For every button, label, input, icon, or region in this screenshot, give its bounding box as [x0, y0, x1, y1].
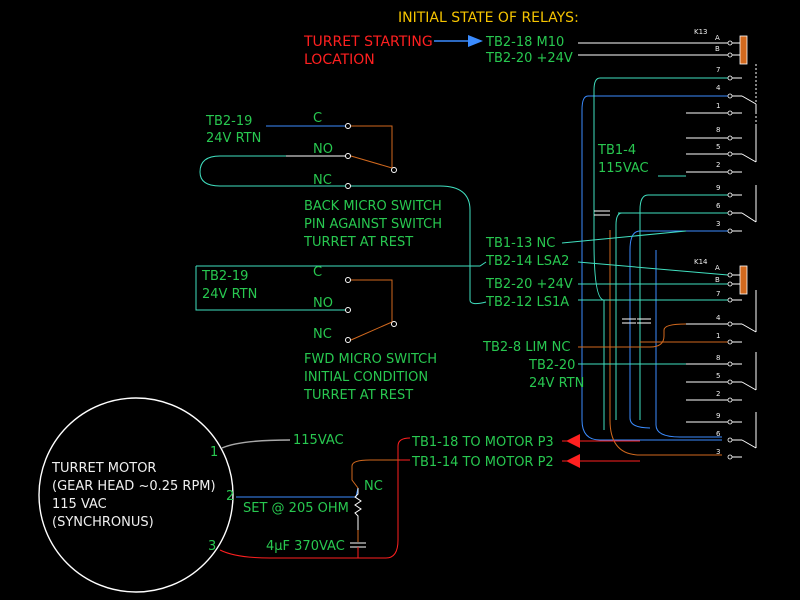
k14-pin-4: 4 — [716, 314, 721, 322]
k13-pin-6: 6 — [716, 202, 721, 210]
motor-pin-3: 3 — [208, 539, 216, 554]
k14-coil-pin-b: B — [715, 276, 720, 284]
back-switch-no: NO — [313, 142, 333, 157]
k13-input-24v: TB2-20 +24V — [485, 51, 573, 66]
tb1-4-voltage: 115VAC — [598, 161, 649, 176]
arrow-p3-icon — [566, 434, 580, 448]
tb1-4-label: TB1-4 — [597, 143, 636, 158]
k13-relay-name: K13 — [694, 28, 708, 36]
k14-input-24v: TB2-20 +24V — [485, 277, 573, 292]
back-switch-desc-2: PIN AGAINST SWITCH — [304, 217, 442, 232]
k14-coil-pin-a: A — [715, 264, 720, 272]
k13-coil — [739, 35, 748, 65]
k13-pin-1: 1 — [716, 102, 720, 110]
k13-pin-3: 3 — [716, 220, 720, 228]
resistor-nc-label: NC — [364, 479, 383, 494]
k13-coil-pin-b: B — [715, 45, 720, 53]
back-switch-desc-3: TURRET AT REST — [303, 235, 413, 250]
arrow-p2-icon — [566, 454, 580, 468]
k14-pin-7: 7 — [716, 290, 720, 298]
k14-input-nc: TB1-13 NC — [485, 236, 555, 251]
turret-motor — [38, 397, 234, 593]
k14-pin-5: 5 — [716, 372, 720, 380]
k14-pin-3: 3 — [716, 448, 720, 456]
k14-input-lsa2: TB2-14 LSA2 — [485, 254, 569, 269]
k13-pin-7: 7 — [716, 66, 720, 74]
motor-label-1: TURRET MOTOR — [51, 461, 156, 476]
back-micro-switch — [286, 123, 397, 189]
fwd-micro-switch — [345, 277, 397, 343]
bus-capacitor-1 — [594, 210, 610, 216]
fwd-switch-desc-2: INITIAL CONDITION — [304, 370, 428, 385]
capacitor-icon — [350, 542, 366, 548]
back-switch-nc: NC — [313, 173, 332, 188]
fwd-switch-desc-1: FWD MICRO SWITCH — [304, 352, 437, 367]
motor-label-3: 115 VAC — [52, 497, 107, 512]
k14-coil — [739, 265, 748, 295]
k14-contacts — [640, 290, 757, 458]
k14-pin-2: 2 — [716, 390, 720, 398]
k13-input-m10: TB2-18 M10 — [485, 35, 564, 50]
k14-pin-6: 6 — [716, 430, 721, 438]
fwd-switch-tb: TB2-19 — [201, 269, 248, 284]
turret-start-label-2: LOCATION — [304, 52, 375, 68]
resistor-icon — [354, 488, 362, 530]
k14-pin-1: 1 — [716, 332, 720, 340]
blue-arrow-icon — [434, 35, 483, 47]
fwd-switch-no: NO — [313, 296, 333, 311]
lim-nc-label: TB2-8 LIM NC — [482, 340, 570, 355]
k13-pin-5: 5 — [716, 143, 720, 151]
tb2-20-rtn: 24V RTN — [529, 376, 584, 391]
fwd-switch-desc-3: TURRET AT REST — [303, 388, 413, 403]
motor-pin-1: 1 — [210, 445, 218, 460]
motor-p3-label: TB1-18 TO MOTOR P3 — [411, 435, 554, 450]
motor-supply-label: 115VAC — [293, 433, 344, 448]
k13-pin-2: 2 — [716, 161, 720, 169]
k14-input-ls1a: TB2-12 LS1A — [485, 295, 569, 310]
bus-capacitor-3 — [637, 318, 651, 324]
back-switch-tb: TB2-19 — [205, 114, 252, 129]
k13-pin-9: 9 — [716, 184, 720, 192]
fwd-switch-nc: NC — [313, 327, 332, 342]
back-switch-desc-1: BACK MICRO SWITCH — [304, 199, 442, 214]
motor-pin-2: 2 — [226, 489, 234, 504]
resistor-label: SET @ 205 OHM — [243, 501, 349, 516]
fwd-switch-c: C — [313, 265, 322, 280]
tb2-20-label: TB2-20 — [528, 358, 575, 373]
motor-label-4: (SYNCHRONUS) — [52, 515, 154, 530]
back-switch-rtn: 24V RTN — [206, 131, 261, 146]
motor-p2-label: TB1-14 TO MOTOR P2 — [411, 455, 554, 470]
fwd-switch-rtn: 24V RTN — [202, 287, 257, 302]
k13-pin-4: 4 — [716, 84, 721, 92]
k14-pin-8: 8 — [716, 354, 720, 362]
turret-start-label-1: TURRET STARTING — [303, 34, 433, 50]
k13-pin-8: 8 — [716, 126, 720, 134]
k14-relay-name: K14 — [694, 258, 708, 266]
k13-coil-pin-a: A — [715, 34, 720, 42]
motor-label-2: (GEAR HEAD ~0.25 RPM) — [52, 479, 216, 494]
back-switch-c: C — [313, 111, 322, 126]
diagram-title: INITIAL STATE OF RELAYS: — [398, 10, 579, 26]
k14-pin-9: 9 — [716, 412, 720, 420]
bus-capacitor-2 — [622, 318, 636, 324]
capacitor-label: 4µF 370VAC — [266, 539, 345, 554]
